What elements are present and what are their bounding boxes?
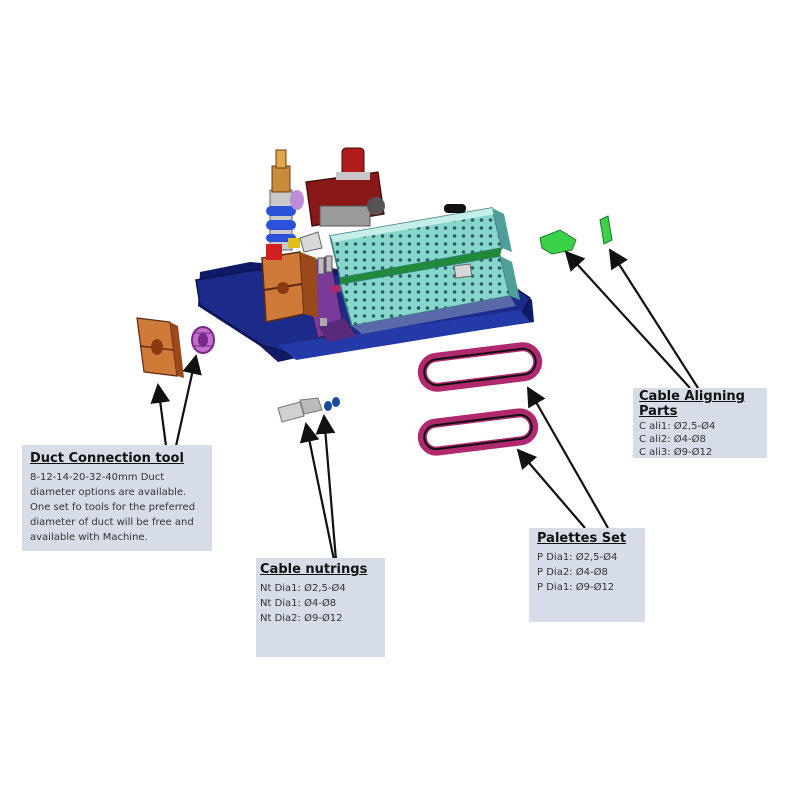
- palette-ring-bottom: [417, 408, 539, 456]
- duct-tool-ring: [191, 326, 215, 354]
- duct-tool-copper: [136, 317, 184, 378]
- callout-line: P Dia2: Ø4-Ø8: [537, 567, 608, 578]
- vertical-column: [266, 149, 304, 260]
- callout-line: One set fo tools for the preferred: [30, 502, 196, 513]
- duct-connection-callout: Duct Connection tool 8-12-14-20-32-40mm …: [22, 445, 212, 551]
- callout-title: Cable Aligning Parts: [639, 389, 745, 419]
- callout-title: Palettes Set: [537, 531, 627, 546]
- aligning-part-2: [599, 215, 613, 245]
- callout-line: diameter of duct will be free and: [30, 517, 194, 528]
- callout-line: Nt Dia1: Ø2,5-Ø4: [260, 583, 346, 594]
- cable-aligning-callout: Cable Aligning Parts C ali1: Ø2,5-Ø4 C a…: [633, 388, 767, 458]
- callout-title: Duct Connection tool: [30, 451, 184, 466]
- cable-nutrings-callout: Cable nutrings Nt Dia1: Ø2,5-Ø4 Nt Dia1:…: [256, 558, 385, 657]
- callout-title: Cable nutrings: [260, 562, 368, 577]
- brackets: [299, 231, 473, 279]
- callout-line: P Dia1: Ø9-Ø12: [537, 582, 615, 593]
- callout-line: diameter options are available.: [30, 487, 187, 498]
- cable-nutring-parts: [277, 397, 340, 423]
- callout-line: Nt Dia2: Ø9-Ø12: [260, 613, 343, 624]
- callout-line: C ali3: Ø9-Ø12: [639, 447, 713, 458]
- palettes-set-callout: Palettes Set P Dia1: Ø2,5-Ø4 P Dia2: Ø4-…: [529, 528, 645, 622]
- machine-assembly: [195, 147, 534, 362]
- palette-ring-top: [417, 342, 543, 392]
- callout-line: P Dia1: Ø2,5-Ø4: [537, 552, 618, 563]
- callout-line: C ali2: Ø4-Ø8: [639, 434, 706, 445]
- callout-line: C ali1: Ø2,5-Ø4: [639, 421, 716, 432]
- red-valve: [305, 147, 466, 227]
- copper-clamp: [261, 251, 318, 323]
- callout-line: 8-12-14-20-32-40mm Duct: [30, 472, 165, 483]
- aligning-part-1: [539, 229, 577, 255]
- pointer-arrows: [150, 248, 699, 561]
- frame-bolts: [317, 255, 333, 326]
- callout-line: Nt Dia1: Ø4-Ø8: [260, 598, 337, 609]
- callout-line: available with Machine.: [30, 532, 148, 543]
